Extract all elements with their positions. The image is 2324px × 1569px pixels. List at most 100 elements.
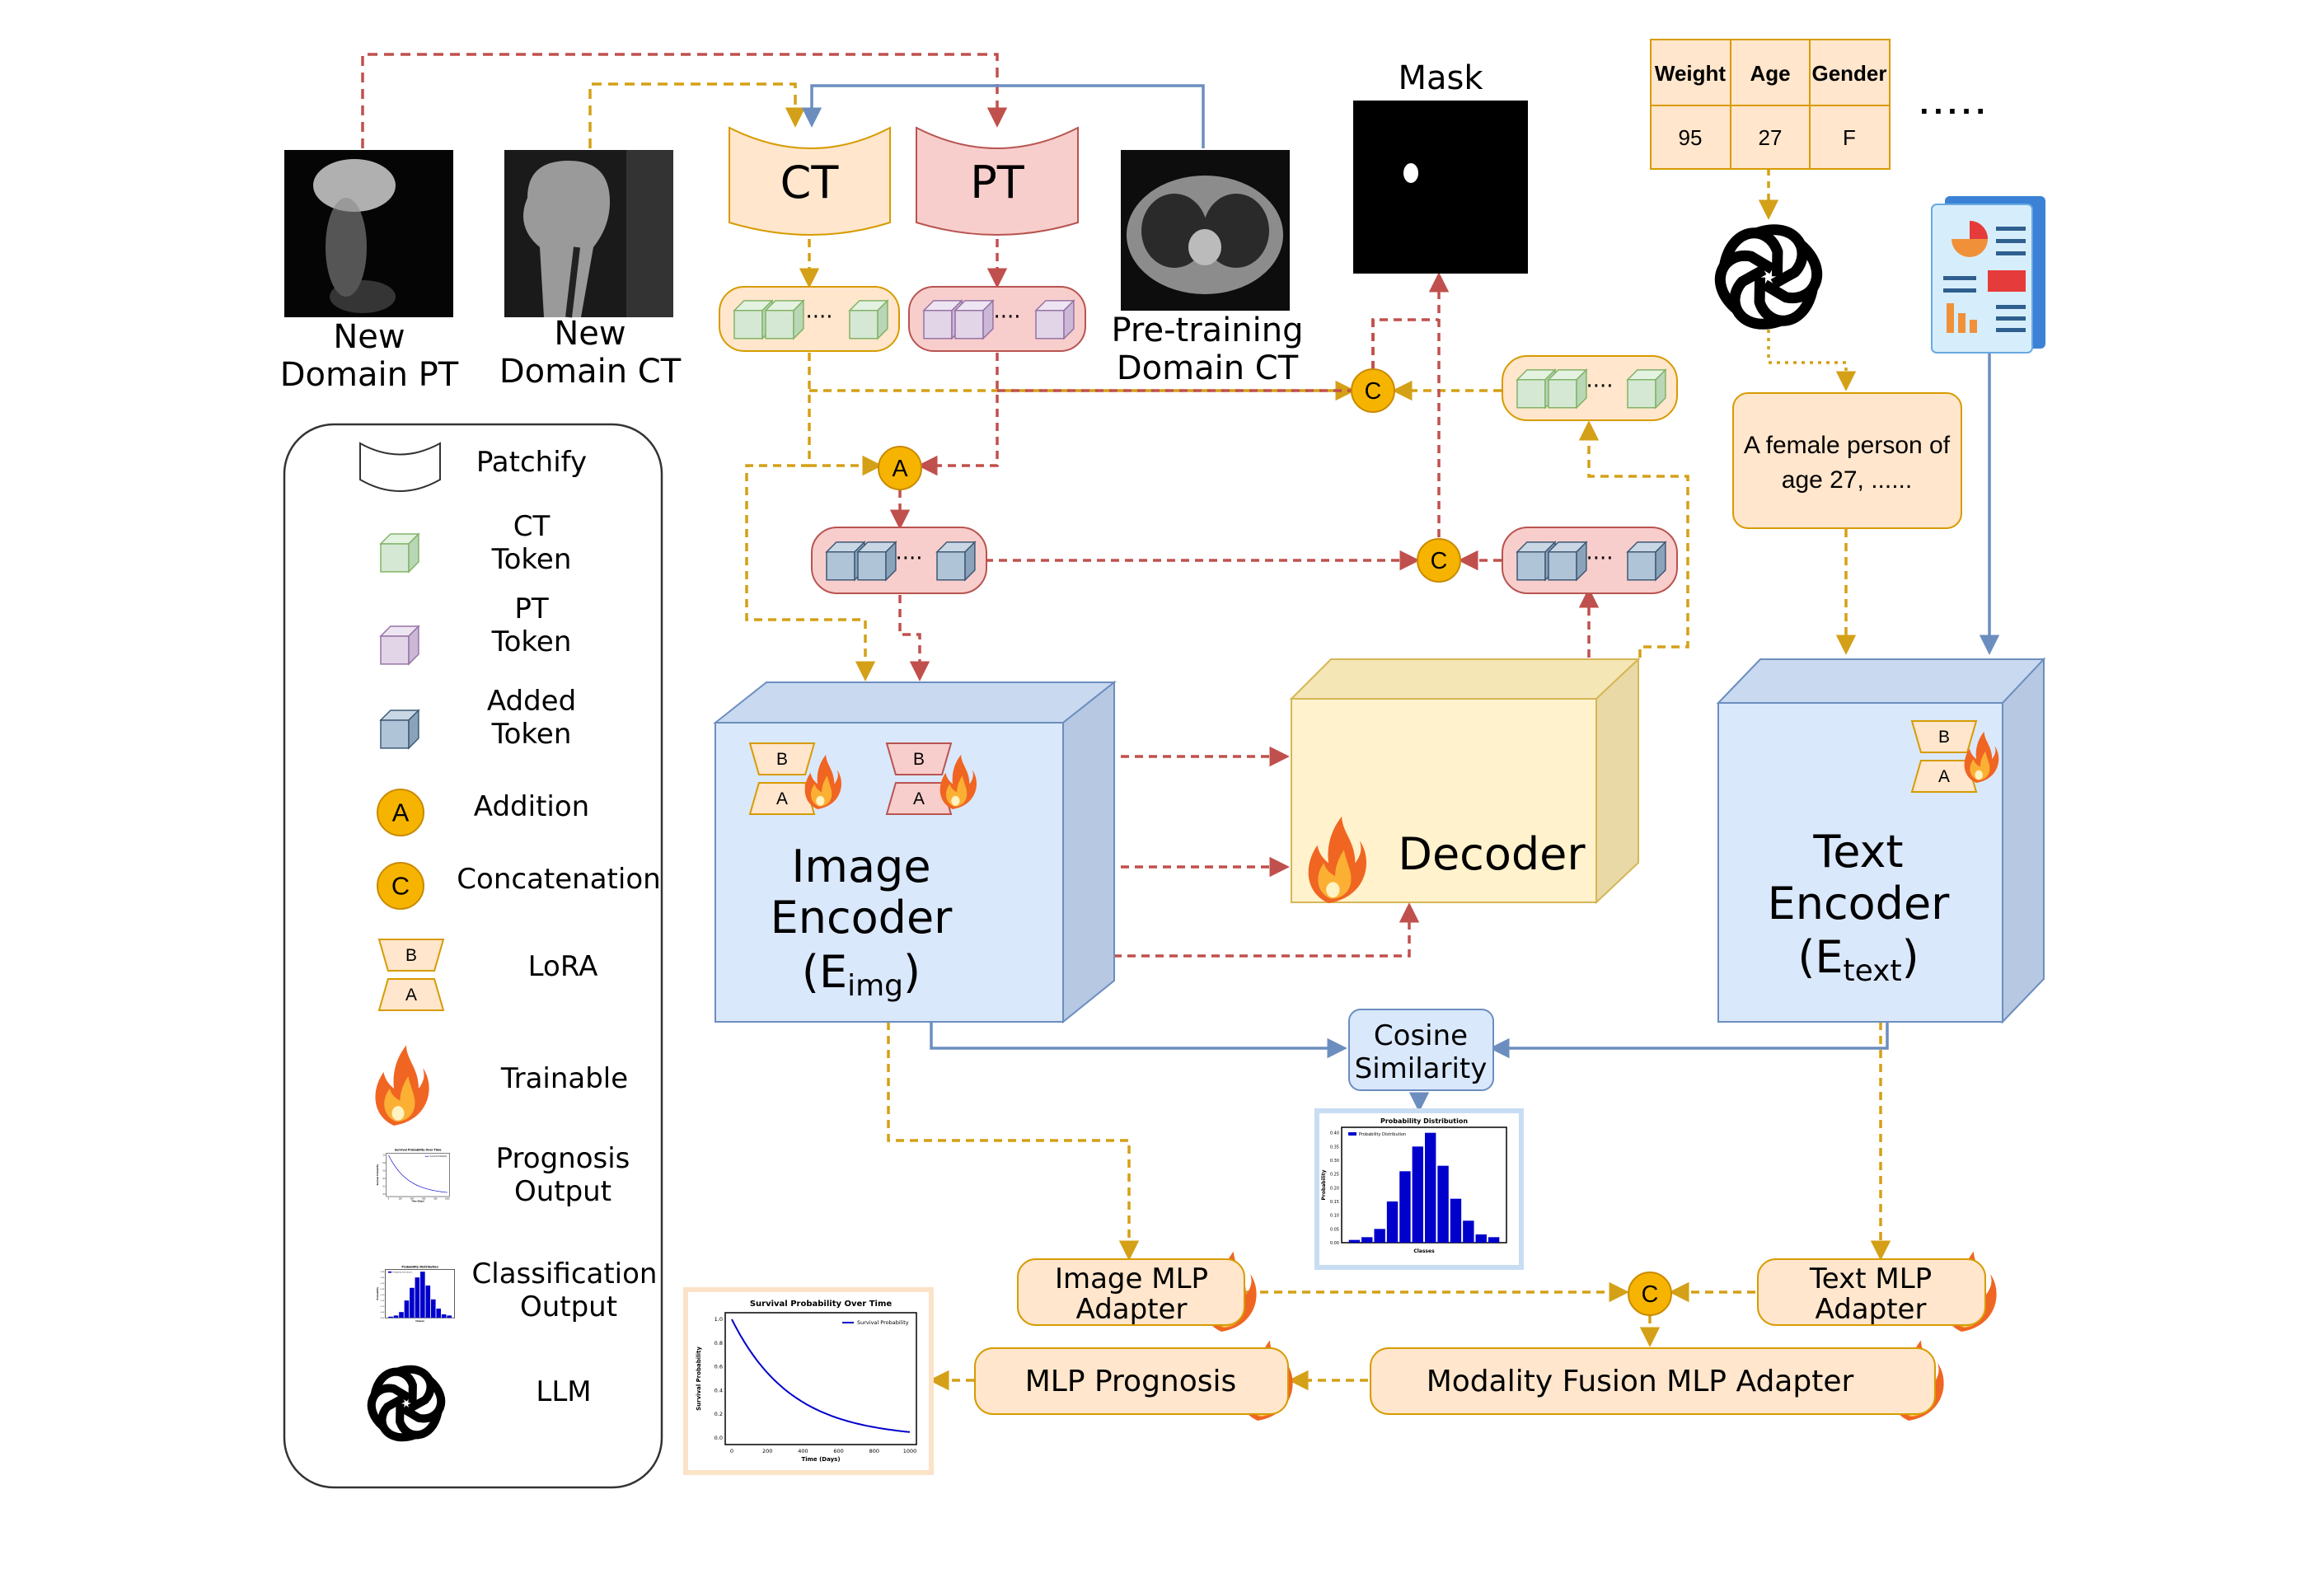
legend-lora-icon: BA	[377, 939, 445, 1011]
class-chart-title: Probability Distribution	[1380, 1117, 1468, 1125]
surv-chart-xtick: 400	[410, 1197, 415, 1200]
flame-image-lora-ct	[804, 754, 841, 809]
table-header-age: Age	[1750, 61, 1790, 86]
connectors	[361, 53, 2000, 1391]
image-mlp-label-1: Image MLP	[1055, 1262, 1208, 1295]
legend-classification-2: Output	[520, 1290, 617, 1323]
class-chart-legend-swatch	[1348, 1132, 1356, 1136]
addition-operator-circle	[878, 446, 922, 490]
token-cube-front	[380, 719, 410, 749]
surv-chart-ytick: 0.2	[715, 1411, 723, 1417]
concat-operator-top: C	[1351, 368, 1395, 413]
concat-operator-mid: C	[1417, 538, 1461, 583]
edge-textenc-to-cosine	[1489, 1022, 1889, 1059]
surv-chart-ytick: 0.6	[382, 1170, 386, 1173]
legend-classification-1: Classification	[472, 1258, 658, 1290]
llm-knot-petal	[1715, 250, 1775, 314]
cosine-label-2: Similarity	[1355, 1052, 1488, 1085]
added-token-sequence: ····	[811, 527, 987, 594]
text-encoder-lora-b-label: B	[1938, 728, 1950, 747]
legend-flame-icon-inner	[384, 1076, 415, 1122]
token-cube-front	[936, 551, 966, 581]
llm-knot-petal	[1762, 240, 1822, 304]
flame-image-lora-pt-inner	[946, 775, 968, 807]
legend-lora-icon-b-block	[377, 939, 445, 972]
surv-chart-xtick: 200	[762, 1448, 772, 1454]
legend-concat-icon-label: C	[391, 872, 410, 901]
class-chart-legend-swatch	[387, 1271, 392, 1273]
class-chart-legend-label: Probability Distribution	[392, 1272, 413, 1274]
class-chart-ylabel: Probability	[1321, 1169, 1327, 1200]
class-chart-bar	[425, 1286, 431, 1318]
cosine-similarity-box: Cosine Similarity	[1348, 1009, 1494, 1091]
surv-chart-ytick: 0.8	[715, 1340, 723, 1347]
llm-knot-petal	[377, 1394, 417, 1442]
edge-newpt-to-pt	[361, 53, 1008, 148]
legend-pt-token-2: Token	[491, 625, 572, 658]
legend-ct-token-2: Token	[491, 543, 572, 576]
class-chart-ytick: 0.35	[1330, 1145, 1339, 1150]
text-prompt-line-1: A female person of	[1744, 432, 1951, 459]
surv-chart-line	[731, 1318, 911, 1433]
edge-pretrain-to-ct	[801, 84, 1205, 148]
flame-decoder	[1308, 816, 1367, 903]
legend-lora: LoRA	[528, 950, 598, 983]
surv-chart-ytick: 1.0	[715, 1316, 723, 1323]
token-cube-side	[1655, 541, 1666, 582]
class-chart-bar	[1386, 1201, 1399, 1243]
token-cube-front	[380, 543, 410, 573]
decoder-token-sequence: ····	[1502, 527, 1678, 594]
text-prompt-box: A female person of age 27, ......	[1732, 392, 1962, 529]
class-chart-ytick: 0.35	[381, 1277, 385, 1279]
flame-image-lora-pt	[939, 754, 977, 809]
token-cube-side	[408, 709, 419, 750]
new-pt-label-2: Domain PT	[280, 356, 459, 394]
surv-chart-ytick: 0.2	[382, 1186, 386, 1188]
legend-concat-icon-circle	[377, 862, 424, 910]
surv-chart-frame	[373, 1145, 455, 1206]
class-chart-bar	[1374, 1229, 1385, 1243]
class-chart-ytick: 0.00	[381, 1318, 385, 1319]
edge-ct-to-encoder	[745, 464, 876, 681]
flame-image-lora-ct-core	[816, 795, 825, 806]
token-cube-front	[1516, 379, 1546, 409]
flame-text-lora-inner	[1970, 751, 1990, 780]
surv-chart-xtick: 1000	[445, 1197, 450, 1200]
surv-chart-ylabel: Survival Probability	[377, 1164, 379, 1185]
token-cube-front	[765, 310, 794, 340]
new-ct-label-2: Domain CT	[499, 353, 682, 391]
text-encoder: Text Encoder (Etext)	[1716, 657, 2046, 1024]
image-encoder-lora-pt-a-block	[885, 782, 953, 815]
token-cube-side	[408, 625, 419, 666]
token-cube-side	[793, 299, 804, 340]
legend-prognosis-2: Output	[514, 1175, 611, 1208]
class-chart-ytick: 0.25	[381, 1289, 385, 1290]
legend-lora-icon-a-block	[377, 978, 445, 1011]
class-chart-ytick: 0.30	[1330, 1159, 1339, 1164]
token-cube-side	[1655, 368, 1666, 410]
surv-chart-legend-label: Survival Probability	[857, 1319, 909, 1326]
pretrain-domain-ct-image: Pre-training Domain CT	[1112, 150, 1304, 387]
llm-knot-petal	[1754, 277, 1818, 326]
token-cube-front	[923, 310, 953, 340]
class-chart-bar	[1475, 1234, 1487, 1243]
class-chart-bar	[1412, 1146, 1423, 1243]
surv-chart-xtick: 200	[399, 1197, 403, 1200]
class-chart-bar	[430, 1299, 436, 1318]
text-mlp-label-2: Adapter	[1816, 1293, 1927, 1326]
llm-knot-petal	[1719, 227, 1783, 277]
image-mlp-adapter: Image MLP Adapter	[1017, 1258, 1245, 1326]
token-cube-side	[982, 299, 994, 340]
surv-chart-xtick: 0	[388, 1197, 390, 1200]
class-chart-bar	[399, 1312, 404, 1318]
class-chart-bar	[1348, 1239, 1361, 1243]
llm-icon	[1715, 224, 1822, 330]
output-token-sequence: ····	[1502, 355, 1678, 421]
class-chart-ytick: 0.15	[1330, 1200, 1339, 1205]
pretrain-ct-label-2: Domain CT	[1117, 349, 1299, 387]
legend-addition-icon-label: A	[392, 799, 410, 827]
token-cube-side	[1576, 368, 1587, 410]
surv-chart-ytick: 0.0	[382, 1193, 386, 1196]
image-encoder-lora-ct-a-block	[748, 782, 816, 815]
